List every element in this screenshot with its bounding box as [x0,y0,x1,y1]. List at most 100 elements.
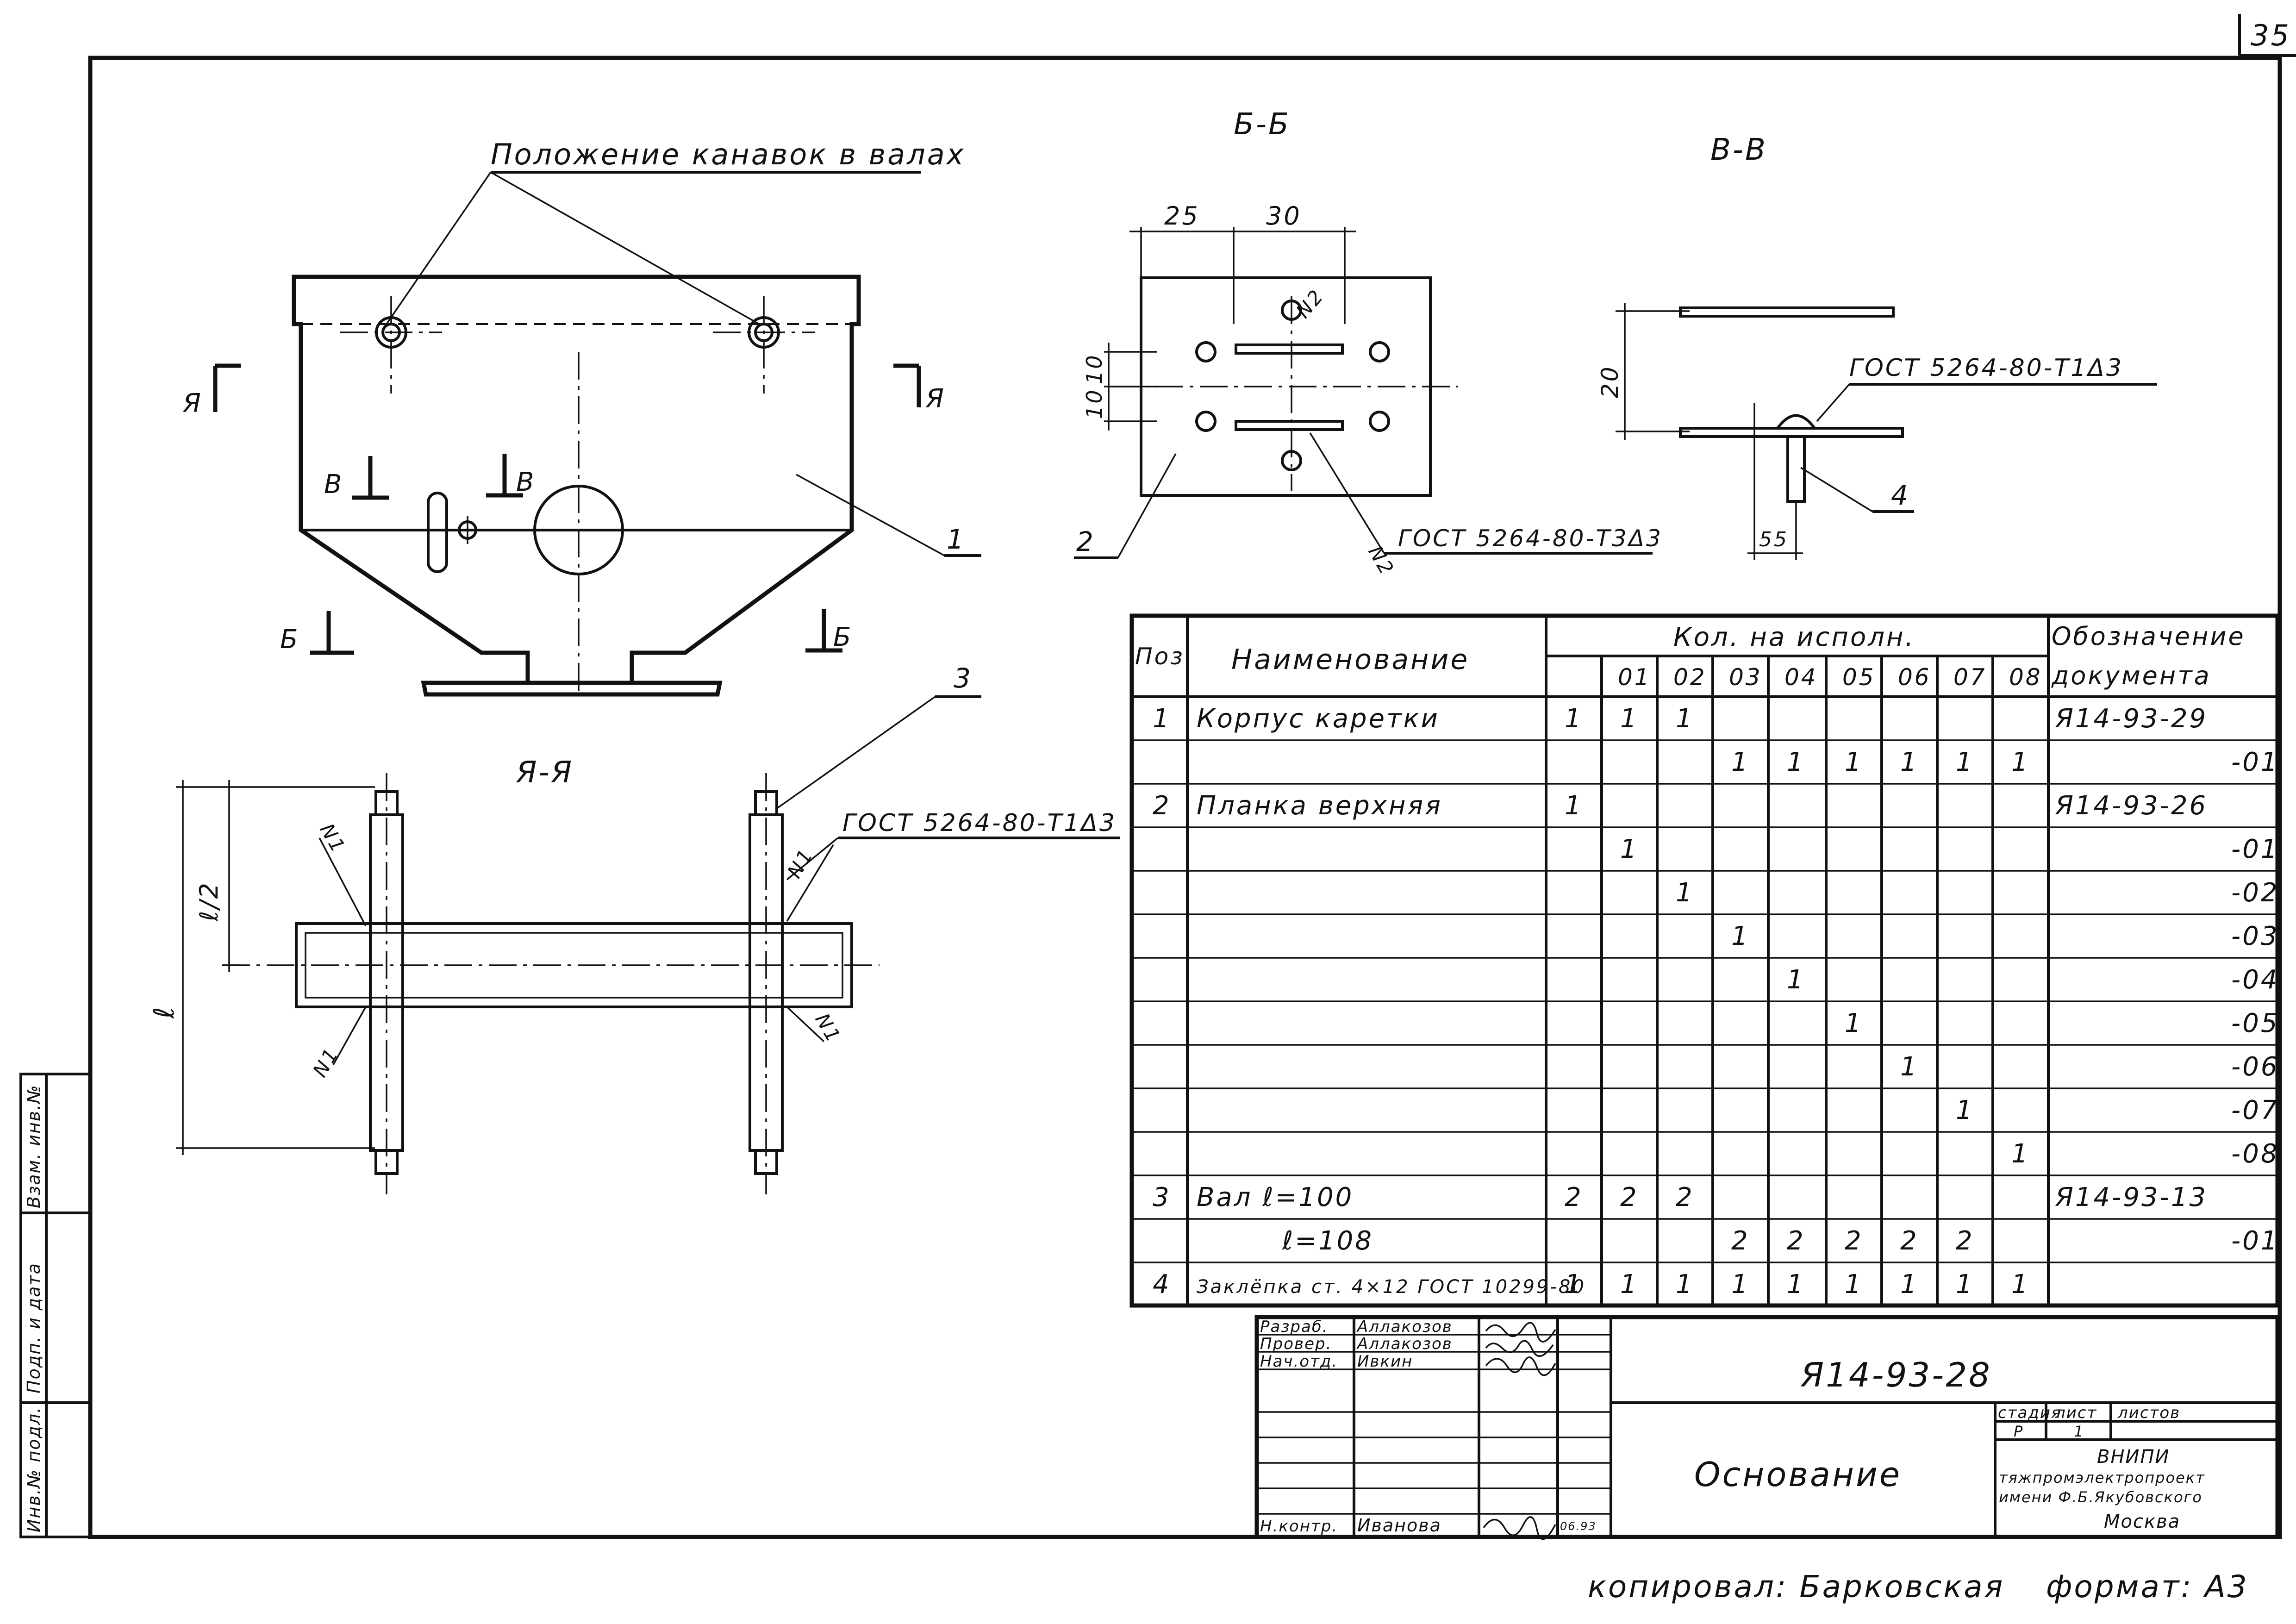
dim-10a: 10 [1082,353,1107,384]
table-row: 1 -01 [1620,834,2279,864]
cut-a-right: Я [925,384,946,414]
row-qty: 1 [1900,1269,1919,1299]
spec-header-pos: Поз. [1135,643,1194,670]
row-doc: Я14-93-26 [2055,791,2208,821]
row-doc: -01 [2231,1226,2279,1256]
section-vv-title: В-В [1710,133,1767,167]
tb-role-2: Провер. [1260,1335,1332,1353]
row-qty: 1 [1731,1269,1750,1299]
row-doc: -08 [2231,1139,2279,1169]
row-qty: 1 [2011,747,2030,777]
dim-l: ℓ [148,1005,181,1019]
footer-copied-by: копировал: Барковская [1588,1569,2004,1605]
row-name: Корпус каретки [1197,704,1440,734]
variant-header: 08 [2009,664,2042,691]
row-doc: Я14-93-13 [2055,1182,2208,1212]
row-qty: 2 [1845,1226,1863,1256]
cut-a-left: Я [182,388,203,418]
table-row: 1-04 [1787,965,2277,995]
side-stamp-inv: Инв.№ подл. [24,1406,44,1532]
row-qty: 1 [1900,747,1919,777]
signature-1 [1485,1322,1556,1343]
pos-4: 4 [1891,480,1910,511]
row-qty: 1 [2011,1139,2030,1169]
table-row: 1 -08 [2011,1139,2279,1169]
side-stamp-sign: Подп. и дата [24,1262,44,1393]
dim-20: 20 [1597,365,1623,398]
row-qty: 2 [1787,1226,1805,1256]
tb-sheet-label: лист [2055,1404,2097,1422]
variant-header: 05 [1842,664,1876,691]
row-qty: 1 [1787,747,1805,777]
row-qty: 1 [1845,1269,1863,1299]
row-qty: 1 [1565,791,1583,821]
tb-date-4: 06.93 [1560,1520,1597,1533]
row-qty: 1 [1620,834,1639,864]
pos-3: 3 [954,662,973,694]
row-qty: 1 [1620,704,1639,734]
signature-3 [1485,1356,1556,1376]
signature-4 [1483,1516,1556,1540]
tb-role-3: Нач.отд. [1260,1352,1338,1371]
row-doc: -05 [2231,1008,2279,1038]
tb-stage-value: Р [2014,1423,2023,1440]
tb-org-2: тяжпромэлектропроект [1999,1469,2205,1487]
grooves-callout: Положение канавок в валах [491,137,966,171]
dim-30: 30 [1266,201,1302,231]
row-qty: 2 [1676,1182,1694,1212]
weld-note-aa: ГОСТ 5264-80-Т1Δ3 [842,809,1117,837]
row-qty: 1 [1956,747,1974,777]
row-doc: -07 [2231,1095,2279,1125]
row-pos: 4 [1153,1269,1171,1299]
pos-2: 2 [1076,526,1095,557]
section-aa: Я-Я ℓ/2 ℓ N1 N1 N1 N1 ГОСТ 5264-80-Т1 [148,662,1120,1194]
tb-sheet-value: 1 [2074,1423,2084,1440]
row-doc: -01 [2231,747,2279,777]
tb-role-1: Разраб. [1260,1318,1329,1336]
row-qty: 1 [1956,1269,1974,1299]
dim-10b: 10 [1082,388,1107,419]
row-qty: 1 [1565,1269,1583,1299]
tb-org-4: Москва [2104,1511,2180,1532]
table-row: 1 -07 [1956,1095,2279,1125]
side-stamp-replace: Взам. инв.№ [24,1084,44,1208]
row-qty: 1 [1956,1095,1974,1125]
table-row: 1-02 [1676,878,2279,908]
row-doc: -06 [2231,1052,2279,1082]
sheet-number: 35 [2251,19,2291,52]
weld-n1-tr: N1 [783,844,818,882]
weld-n1-bl: N1 [308,1043,343,1081]
title-block: Разраб. Аллакозов Провер. Аллакозов Нач.… [1254,1315,2280,1540]
variant-header: 02 [1673,664,1707,691]
row-doc: -02 [2231,878,2279,908]
sheet-number-block: 35 [2238,14,2296,57]
tb-org-1: ВНИПИ [2097,1446,2170,1468]
drawing-frame [88,56,2282,1539]
cut-b-left: Б [280,625,299,655]
dim-l2: ℓ/2 [194,881,224,922]
row-doc: -01 [2231,834,2279,864]
side-stamp: Инв.№ подл. Подп. и дата Взам. инв.№ [19,1073,92,1538]
table-row: 1 -05 [1845,1008,2279,1038]
tb-sheets-label: листов [2117,1404,2180,1422]
row-qty: 1 [2011,1269,2030,1299]
variant-header: 01 [1618,664,1651,691]
variant-header: 04 [1784,664,1818,691]
weld-note-vv: ГОСТ 5264-80-Т1Δ3 [1849,354,2123,382]
row-doc: -03 [2231,921,2279,951]
tb-name-1: Аллакозов [1356,1318,1453,1336]
table-row: 1-06 [1900,1052,2279,1082]
spec-table: Поз. Наименование Кол. на исполн. Обозна… [1129,613,2280,1308]
row-qty: 1 [1676,1269,1694,1299]
row-qty: 1 [1565,704,1583,734]
spec-header-name: Наименование [1231,643,1469,676]
row-qty: 1 [1845,1008,1863,1038]
row-name: Заклёпка ст. 4×12 ГОСТ 10299-80 [1197,1276,1586,1298]
row-qty: 1 [1845,747,1863,777]
cut-v-right: В [516,467,536,497]
row-pos: 2 [1153,791,1171,821]
